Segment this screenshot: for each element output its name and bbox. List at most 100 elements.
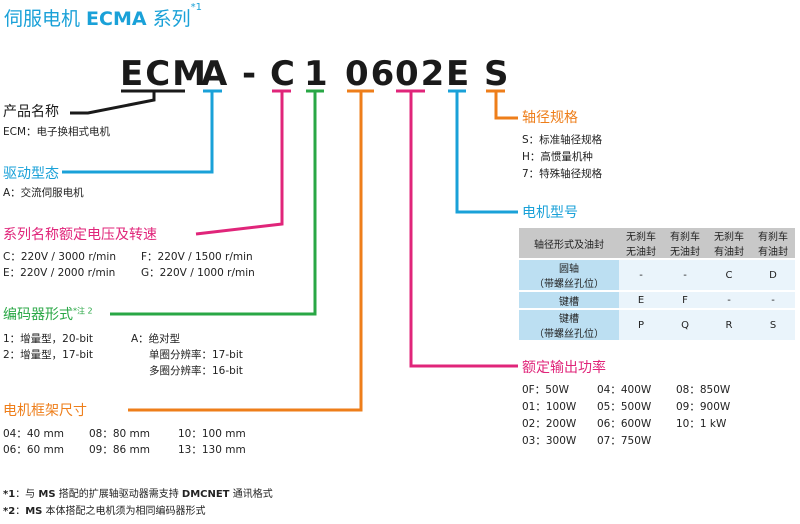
voltage-heading: 系列名称额定电压及转速 bbox=[3, 227, 157, 243]
code-encoder: 1 bbox=[304, 54, 330, 94]
code-power: 02 bbox=[395, 54, 447, 94]
col-header-line: 无油封 bbox=[626, 247, 656, 258]
line-power bbox=[409, 91, 518, 368]
model-table: 轴径形式及油封 无刹车无油封 有刹车无油封 无刹车有油封 有刹车有油封 圆轴（带… bbox=[519, 228, 795, 340]
product-desc: ECM：电子换相式电机 bbox=[3, 126, 111, 138]
footnote-mark: *2 bbox=[3, 506, 16, 517]
line-frame bbox=[128, 91, 363, 412]
voltage-item: E：220V / 2000 r/min bbox=[3, 267, 116, 279]
line-shaft bbox=[494, 91, 518, 120]
model-heading: 电机型号 bbox=[522, 205, 578, 221]
row-label: 键槽 bbox=[519, 291, 619, 310]
frame-item: 08：80 mm bbox=[89, 428, 151, 440]
row-label-line: 键槽 bbox=[559, 314, 579, 325]
table-cell: - bbox=[663, 259, 707, 292]
line-encoder bbox=[110, 91, 317, 316]
encoder-absolute-item: 多圈分辨率：16-bit bbox=[149, 365, 243, 377]
power-item: 05：500W bbox=[597, 401, 652, 413]
row-label: 圆轴（带螺丝孔位） bbox=[519, 259, 619, 292]
footnote-text: ：与 bbox=[15, 489, 39, 500]
footnote-2: *2：MS 本体搭配之电机须为相同编码器形式 bbox=[3, 502, 206, 517]
frame-heading: 电机框架尺寸 bbox=[3, 403, 87, 419]
power-item: 03：300W bbox=[522, 435, 577, 447]
drive-desc: A：交流伺服电机 bbox=[3, 187, 84, 199]
encoder-footnote-mark: *注 2 bbox=[73, 306, 93, 316]
voltage-item: F：220V / 1500 r/min bbox=[141, 251, 253, 263]
product-heading: 产品名称 bbox=[3, 104, 59, 120]
power-heading: 额定输出功率 bbox=[522, 360, 606, 376]
encoder-absolute-label: A：绝对型 bbox=[131, 333, 181, 345]
table-cell: - bbox=[619, 259, 663, 292]
frame-item: 09：86 mm bbox=[89, 444, 151, 456]
title-suffix: 系列 bbox=[146, 8, 191, 30]
encoder-heading-text: 编码器形式 bbox=[3, 307, 73, 323]
row-label-line: （带螺丝孔位） bbox=[534, 329, 604, 340]
line-product bbox=[70, 91, 156, 115]
table-cell: R bbox=[707, 309, 751, 340]
col-header-line: 有刹车 bbox=[670, 232, 700, 243]
encoder-item: 2：增量型，17-bit bbox=[3, 349, 94, 361]
code-ecm: ECM bbox=[120, 54, 209, 94]
code-drive: A bbox=[201, 54, 230, 94]
frame-item: 04：40 mm bbox=[3, 428, 65, 440]
shaft-item: 7：特殊轴径规格 bbox=[522, 168, 603, 180]
shaft-item: H：高惯量机种 bbox=[522, 151, 593, 163]
col-header-line: 有油封 bbox=[758, 247, 788, 258]
code-frame: 06 bbox=[345, 54, 397, 94]
footnote-bold: MS bbox=[25, 506, 43, 517]
code-model: E bbox=[446, 54, 472, 94]
table-corner-header: 轴径形式及油封 bbox=[519, 228, 619, 260]
frame-item: 13：130 mm bbox=[178, 444, 246, 456]
table-cell: D bbox=[751, 259, 795, 292]
code-voltage: C bbox=[270, 54, 297, 94]
table-row: 键槽（带螺丝孔位） P Q R S bbox=[519, 309, 795, 340]
line-drive bbox=[62, 91, 214, 174]
footnote-mark: *1 bbox=[3, 489, 16, 500]
frame-item: 06：60 mm bbox=[3, 444, 65, 456]
table-cell: - bbox=[751, 291, 795, 310]
col-header-line: 无刹车 bbox=[626, 232, 656, 243]
col-header-line: 有油封 bbox=[714, 247, 744, 258]
table-cell: E bbox=[619, 291, 663, 310]
table-col-header: 有刹车有油封 bbox=[751, 228, 795, 260]
code-shaft: S bbox=[484, 54, 511, 94]
table-cell: F bbox=[663, 291, 707, 310]
table-row: 圆轴（带螺丝孔位） - - C D bbox=[519, 259, 795, 292]
encoder-absolute-item: 单圈分辨率：17-bit bbox=[149, 349, 243, 361]
power-item: 04：400W bbox=[597, 384, 652, 396]
footnote-text: 本体搭配之电机须为相同编码器形式 bbox=[42, 506, 206, 517]
voltage-item: C：220V / 3000 r/min bbox=[3, 251, 116, 263]
footnote-text: 通讯格式 bbox=[229, 489, 273, 500]
row-label-line: 圆轴 bbox=[559, 264, 579, 275]
footnote-bold: DMCNET bbox=[181, 489, 230, 500]
footnote-text: 搭配的扩展轴驱动器需支持 bbox=[55, 489, 182, 500]
col-header-line: 有刹车 bbox=[758, 232, 788, 243]
col-header-line: 无刹车 bbox=[714, 232, 744, 243]
encoder-heading: 编码器形式*注 2 bbox=[3, 304, 93, 324]
line-model bbox=[455, 91, 518, 214]
footnote-text: ： bbox=[15, 506, 26, 517]
footnote-1: *1：与 MS 搭配的扩展轴驱动器需支持 DMCNET 通讯格式 bbox=[3, 485, 273, 500]
power-item: 10：1 kW bbox=[676, 418, 727, 430]
row-label: 键槽 （带螺丝孔位） bbox=[519, 309, 619, 340]
col-header-line: 无油封 bbox=[670, 247, 700, 258]
shaft-item: S：标准轴径规格 bbox=[522, 134, 603, 146]
table-cell: S bbox=[751, 309, 795, 340]
table-col-header: 有刹车无油封 bbox=[663, 228, 707, 260]
title-model: ECMA bbox=[86, 8, 147, 30]
table-cell: C bbox=[707, 259, 751, 292]
title-prefix: 伺服电机 bbox=[4, 8, 87, 30]
table-cell: - bbox=[707, 291, 751, 310]
power-item: 09：900W bbox=[676, 401, 731, 413]
table-cell: P bbox=[619, 309, 663, 340]
line-voltage bbox=[195, 91, 284, 236]
title-footnote-mark: *1 bbox=[190, 2, 203, 13]
code-dash: - bbox=[242, 54, 259, 94]
power-item: 01：100W bbox=[522, 401, 577, 413]
frame-item: 10：100 mm bbox=[178, 428, 246, 440]
power-item: 08：850W bbox=[676, 384, 731, 396]
power-item: 02：200W bbox=[522, 418, 577, 430]
footnote-bold: MS bbox=[38, 489, 56, 500]
power-item: 06：600W bbox=[597, 418, 652, 430]
